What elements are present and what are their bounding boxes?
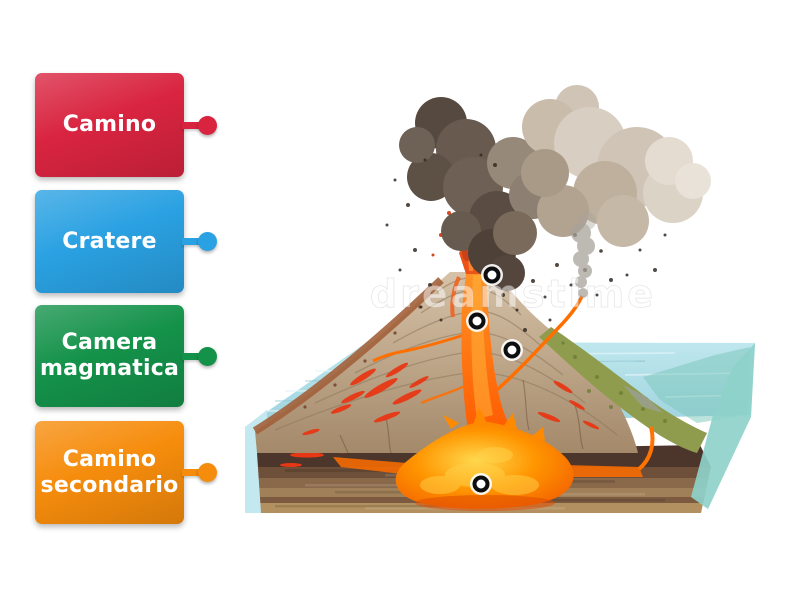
label-row-camera-magmatica: Camera magmatica <box>35 305 225 407</box>
volcano-illustration: dreamstime <box>245 85 755 513</box>
label-cratere[interactable]: Cratere <box>35 190 184 293</box>
drop-marker[interactable] <box>468 312 486 330</box>
label-camera-magmatica[interactable]: Camera magmatica <box>35 305 184 407</box>
label-connector-dot <box>198 232 217 251</box>
watermark-text: dreamstime <box>370 272 656 316</box>
label-camera-magmatica-text: Camera magmatica <box>39 330 180 381</box>
volcano-diagram-image: dreamstime <box>245 85 757 513</box>
label-connector-stem <box>182 352 200 360</box>
label-connector-stem <box>182 238 200 245</box>
label-connector-stem <box>182 121 200 129</box>
label-connector-dot <box>198 115 217 135</box>
label-camino[interactable]: Camino <box>35 73 184 177</box>
drop-marker[interactable] <box>472 475 490 493</box>
drop-marker[interactable] <box>503 341 521 359</box>
label-row-camino: Camino <box>35 73 225 177</box>
label-connector-dot <box>198 346 217 366</box>
label-row-camino-secondario: Camino secondario <box>35 421 225 524</box>
label-camino-secondario[interactable]: Camino secondario <box>35 421 184 524</box>
label-connector-dot <box>198 463 217 482</box>
label-camino-secondario-text: Camino secondario <box>40 446 179 498</box>
label-camino-text: Camino <box>62 112 157 138</box>
drop-marker[interactable] <box>483 266 501 284</box>
label-connector-stem <box>182 469 200 476</box>
label-cratere-text: Cratere <box>62 228 157 254</box>
label-row-cratere: Cratere <box>35 190 225 293</box>
